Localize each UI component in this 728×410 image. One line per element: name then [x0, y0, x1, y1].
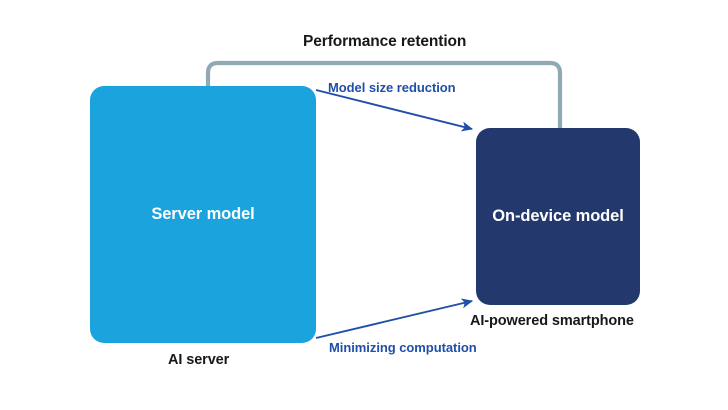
model-size-reduction-connector	[315, 89, 474, 132]
minimizing-computation-label: Minimizing computation	[329, 340, 477, 355]
performance-retention-connector	[205, 60, 563, 130]
performance-retention-label: Performance retention	[303, 33, 467, 50]
caption-ai-server: AI server	[168, 352, 230, 368]
minimizing-computation-connector	[315, 298, 474, 339]
node-on-device-model[interactable]: On-device model	[476, 128, 640, 305]
node-server-model-label: Server model	[151, 205, 255, 223]
node-on-device-model-label: On-device model	[492, 207, 624, 225]
node-server-model[interactable]: Server model	[90, 86, 316, 343]
model-size-reduction-label: Model size reduction	[328, 80, 456, 95]
caption-ai-powered-smartphone: AI-powered smartphone	[470, 313, 634, 329]
